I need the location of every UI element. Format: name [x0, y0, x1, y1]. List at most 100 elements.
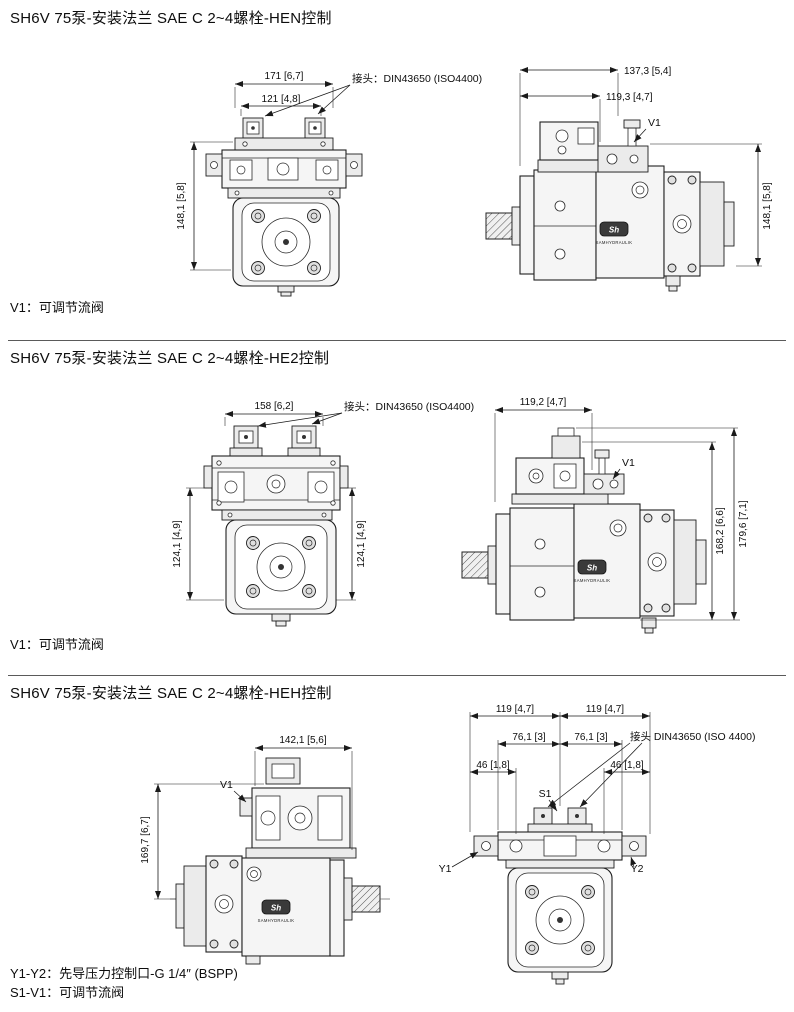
leader-line [633, 128, 647, 143]
hen-control-block [537, 119, 649, 173]
dim-text: 46 [1,8] [476, 760, 510, 771]
leader-line [451, 851, 479, 868]
throttle-valve-v1 [239, 797, 253, 817]
pump-body-front [225, 519, 337, 627]
dimension-height-left: 124,1 [4,9] [172, 487, 224, 601]
leader-line [317, 84, 351, 115]
section-title-hen: SH6V 75泵-安装法兰 SAE C 2~4螺栓-HEN控制 [10, 10, 332, 27]
leader-line [630, 856, 637, 868]
connector-base [527, 823, 593, 833]
dimension-height: 169,7 [6,7] [140, 783, 264, 900]
leader-line [233, 790, 247, 803]
dim-text: 158 [6,2] [255, 401, 294, 412]
bottom-port [277, 285, 295, 293]
leader-line [579, 742, 643, 808]
shaft [351, 885, 381, 913]
hen-front-view: 171 [6,7] 121 [4,8] 148,1 [5,8] 接头：DIN43… [176, 71, 482, 297]
heh-drawing: Sh SAMHYDRAULIK 142,1 [5,6] V1 [140, 704, 755, 985]
dimension-height: 148,1 [5,8] [176, 141, 233, 271]
shaft-collar [343, 877, 353, 921]
brand-logo [599, 221, 629, 237]
leader-line [547, 742, 631, 808]
control-block [205, 149, 363, 189]
shaft-collar [487, 545, 497, 585]
brand-mark: Sh [271, 904, 281, 913]
footnote-v1: V1：可调节流阀 [10, 300, 104, 315]
brand-mark: Sh [587, 564, 597, 573]
brand-name: SAMHYDRAULIK [596, 240, 633, 245]
pilot-valve [551, 435, 581, 459]
footnote-v1: V1：可调节流阀 [10, 637, 104, 652]
rear-cover [639, 509, 707, 634]
section-heh: SH6V 75泵-安装法兰 SAE C 2~4螺栓-HEH控制 [0, 675, 794, 1012]
he2-control-block [511, 427, 625, 505]
y1-label: Y1 [439, 863, 452, 875]
section-title-he2: SH6V 75泵-安装法兰 SAE C 2~4螺栓-HE2控制 [10, 350, 330, 367]
brand-name: SAMHYDRAULIK [258, 918, 295, 923]
section-divider [8, 340, 786, 341]
he2-drawing: 158 [6,2] 接头：DIN43650 (ISO4400) 124,1 [4… [172, 397, 749, 634]
dimension-height-inner: 168,2 [6,6] [582, 441, 740, 621]
heh-side-view: Sh SAMHYDRAULIK 142,1 [5,6] V1 [140, 735, 392, 965]
connector-callout: 接头：DIN43650 (ISO4400) [264, 72, 482, 117]
brand-mark: Sh [609, 226, 619, 235]
drain-plug [245, 955, 261, 965]
dim-text: 148,1 [5,8] [176, 182, 187, 229]
mounting-bolt [307, 209, 321, 223]
leader-line [311, 412, 343, 425]
section-divider [8, 675, 786, 676]
valve-manifold [597, 145, 649, 173]
rear-cover [175, 855, 243, 953]
bottom-port [271, 613, 291, 622]
connector-callout: 接头 DIN43650 (ISO 4400) [547, 730, 755, 808]
dim-text: 179,6 [7,1] [738, 500, 749, 547]
dim-text: 148,1 [5,8] [762, 182, 773, 229]
din-connector-right [287, 425, 321, 457]
din-connector-left [242, 117, 264, 139]
section-title-heh: SH6V 75泵-安装法兰 SAE C 2~4螺栓-HEH控制 [10, 685, 332, 702]
s1-callout: S1 [539, 788, 558, 812]
dim-text: 171 [6,7] [265, 71, 304, 82]
dimension-row-top: 119 [4,7] 119 [4,7] [469, 704, 651, 834]
dimension-width: 142,1 [5,6] [254, 735, 353, 850]
throttle-valve-v1 [598, 457, 606, 475]
connector-label: 接头：DIN43650 (ISO4400) [352, 72, 482, 85]
dimension-height-right: 124,1 [4,9] [336, 487, 367, 601]
din-connector-left [533, 807, 553, 825]
drain-plug [641, 617, 657, 629]
v1-label: V1 [622, 457, 635, 469]
leader-line [257, 412, 343, 428]
connector-callout: 接头：DIN43650 (ISO4400) [257, 400, 474, 428]
pump-body-front [507, 867, 613, 985]
dim-text: 169,7 [6,7] [140, 816, 151, 863]
dimension-row-mid: 76,1 [3] 76,1 [3] [497, 732, 623, 830]
mounting-bolt [581, 885, 595, 899]
throttle-valve-v1 [627, 127, 637, 147]
s1-label: S1 [539, 788, 552, 800]
mounting-bolt [251, 261, 265, 275]
pump-housing: Sh SAMHYDRAULIK [509, 503, 641, 621]
mounting-bolt [251, 209, 265, 223]
dim-text: 119,3 [4,7] [606, 92, 653, 103]
y2-callout: Y2 [630, 856, 644, 875]
dim-text: 168,2 [6,6] [715, 507, 726, 554]
brand-logo [261, 899, 291, 915]
din-connector-left [229, 425, 263, 457]
brand-logo [577, 559, 607, 575]
control-top-plate [234, 137, 334, 151]
mounting-bolt [581, 941, 595, 955]
adapter-plate [505, 859, 615, 869]
connector-label: 接头 DIN43650 (ISO 4400) [630, 730, 755, 743]
section-hen: SH6V 75泵-安装法兰 SAE C 2~4螺栓-HEN控制 [0, 0, 794, 340]
din-connector-right [304, 117, 326, 139]
section-he2: SH6V 75泵-安装法兰 SAE C 2~4螺栓-HE2控制 [0, 340, 794, 675]
v1-label: V1 [648, 117, 661, 129]
adapter-plate [221, 509, 333, 521]
footnote-s1v1: S1-V1：可调节流阀 [10, 985, 125, 1000]
dim-text: 46 [1,8] [610, 760, 644, 771]
v1-callout: V1 [612, 457, 635, 480]
dim-text: 119,2 [4,7] [520, 397, 567, 408]
v1-callout: V1 [220, 779, 247, 803]
he2-side-view: Sh SAMHYDRAULIK [461, 397, 749, 634]
